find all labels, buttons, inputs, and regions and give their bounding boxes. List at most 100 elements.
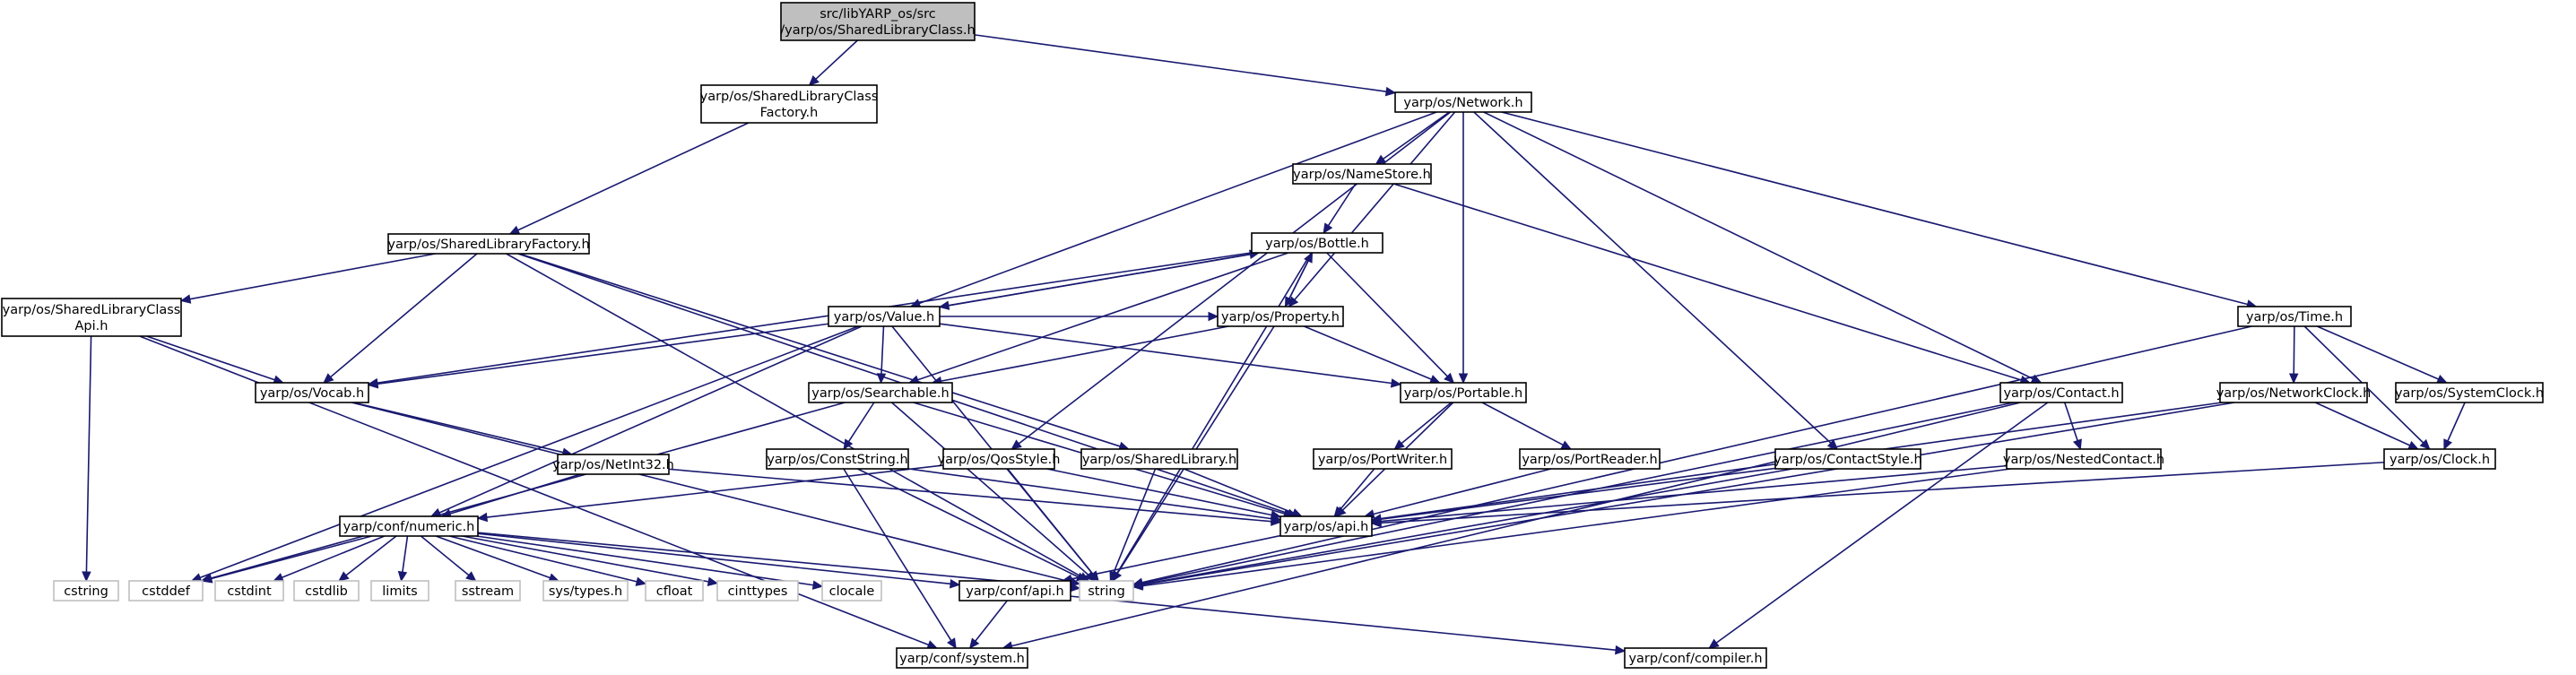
edge-numeric-to-clocale [476,535,824,590]
node-box [53,580,119,601]
node-box [700,84,878,124]
edge-line [2314,402,2410,446]
node-confSystem[interactable]: yarp/conf/system.h [896,647,1028,669]
node-cinttypes[interactable]: cinttypes [716,580,799,601]
edge-line [282,535,386,578]
node-label: yarp/os/SharedLibrary.h [1082,453,1236,467]
edge-value-to-vocab [367,323,829,389]
node-box [255,382,369,403]
edge-line [668,468,1272,523]
node-box [339,515,479,537]
node-searchable[interactable]: yarp/os/Searchable.h [808,382,953,403]
node-label: yarp/os/NetInt32.h [552,458,674,472]
edge-line [420,535,470,576]
edge-line [519,253,1121,447]
node-nestedContact[interactable]: yarp/os/NestedContact.h [2003,448,2164,470]
arrowhead [1393,439,1405,450]
arrowhead [323,373,334,384]
node-label: yarp/os/SystemClock.h [2395,386,2544,401]
node-network[interactable]: yarp/os/Network.h [1394,91,1532,113]
edge-property-to-bottle [1284,251,1314,307]
node-property[interactable]: yarp/os/Property.h [1217,306,1344,327]
node-label: yarp/os/Network.h [1403,96,1522,110]
arrowhead [1291,508,1303,517]
edge-time-to-netClock [2288,325,2299,385]
node-box [370,580,429,601]
node-cstdlib[interactable]: cstdlib [293,580,360,601]
node-contact[interactable]: yarp/os/Contact.h [1999,382,2123,403]
edge-netClock-to-clock [2314,402,2419,450]
node-systypes[interactable]: sys/types.h [542,580,629,601]
edge-network-to-time [1501,111,2258,309]
node-value[interactable]: yarp/os/Value.h [828,306,941,327]
node-netClock[interactable]: yarp/os/NetworkClock.h [2216,382,2372,403]
node-sstream[interactable]: sstream [455,580,521,601]
node-cstdint[interactable]: cstdint [214,580,284,601]
edge-line [506,253,1082,577]
node-string[interactable]: string [1079,580,1134,601]
arrowhead [1323,222,1333,235]
node-netint[interactable]: yarp/os/NetInt32.h [552,454,674,475]
edge-netClock-to-string [1132,402,2235,590]
node-vocab[interactable]: yarp/os/Vocab.h [255,382,369,403]
arrowhead [1010,439,1022,450]
node-label: yarp/os/Contact.h [2003,386,2119,401]
node-clock[interactable]: yarp/os/Clock.h [2383,448,2496,470]
node-portable[interactable]: yarp/os/Portable.h [1400,382,1527,403]
node-time[interactable]: yarp/os/Time.h [2237,306,2352,327]
edge-line [1183,468,1294,515]
edge-line [377,252,1253,384]
node-box [1394,91,1532,113]
edge-line [891,402,1089,576]
node-limits[interactable]: limits [370,580,429,601]
node-sharedLib[interactable]: yarp/os/SharedLibrary.h [1080,448,1238,470]
node-bottle[interactable]: yarp/os/Bottle.h [1251,232,1383,254]
node-root[interactable]: src/libYARP_os/src/yarp/os/SharedLibrary… [780,2,976,41]
node-label: yarp/os/Property.h [1221,310,1340,325]
node-portReader[interactable]: yarp/os/PortReader.h [1519,448,1661,470]
node-confCompiler[interactable]: yarp/conf/compiler.h [1624,647,1767,669]
edge-line [974,34,1387,92]
edge-line [1071,534,1281,580]
edge-line [486,464,944,518]
arrowhead [397,570,408,583]
edge-line [880,325,885,375]
edge-qos-to-osApi [1046,468,1282,520]
node-numeric[interactable]: yarp/conf/numeric.h [339,515,479,537]
node-label: yarp/os/NameStore.h [1293,168,1431,182]
edge-line [402,535,409,573]
arrowhead [1304,251,1314,264]
node-slf[interactable]: yarp/os/SharedLibraryFactory.h [387,233,590,255]
node-label: yarp/os/Vocab.h [260,386,364,401]
edge-sysClock-to-clock [2443,402,2466,451]
arrowhead [179,294,192,304]
arrowhead [82,571,91,583]
node-label: /yarp/os/SharedLibraryClass.h [780,23,975,38]
node-cstddef[interactable]: cstddef [128,580,204,601]
node-contactStyle[interactable]: yarp/os/ContactStyle.h [1774,448,1922,470]
node-sysClock[interactable]: yarp/os/SystemClock.h [2395,382,2544,403]
edge-searchable-to-constString [843,402,875,451]
edge-portable-to-portReader [1481,402,1573,450]
node-confApi[interactable]: yarp/conf/api.h [958,580,1071,601]
node-cfloat[interactable]: cfloat [645,580,704,601]
node-label: yarp/os/Time.h [2246,310,2343,325]
node-qos[interactable]: yarp/os/QosStyle.h [938,448,1061,470]
node-box [1217,306,1344,327]
node-cstring[interactable]: cstring [53,580,119,601]
edge-time-to-sysClock [2316,325,2448,384]
node-clocale[interactable]: clocale [821,580,882,601]
arrowhead [338,571,350,582]
edge-network-to-contact [1483,111,2043,384]
node-osApi[interactable]: yarp/os/api.h [1279,515,1373,537]
arrowhead [1333,506,1345,517]
node-label: yarp/os/ContactStyle.h [1774,453,1921,467]
edge-line [1401,402,1453,445]
edge-portWriter-to-osApi [1333,468,1375,517]
node-portWriter[interactable]: yarp/os/PortWriter.h [1313,448,1453,470]
node-constString[interactable]: yarp/os/ConstString.h [766,448,909,470]
node-label: yarp/os/Clock.h [2390,453,2490,467]
node-nameStore[interactable]: yarp/os/NameStore.h [1292,163,1432,185]
